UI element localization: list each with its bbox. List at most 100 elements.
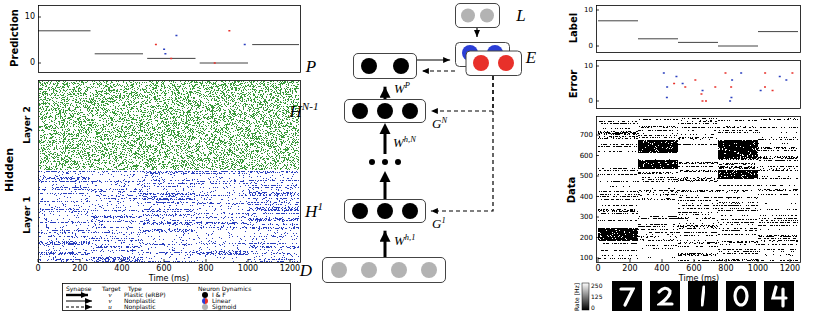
- tick-label: 700: [580, 132, 593, 139]
- neuron: [361, 262, 377, 278]
- legend-box: [63, 284, 291, 311]
- error-marks: [663, 73, 788, 101]
- neuron: [402, 103, 418, 119]
- superscript: 1: [317, 200, 323, 212]
- spike-raster: [598, 119, 798, 261]
- neuron-icons: [345, 100, 425, 122]
- tick-label: Time (ms): [679, 275, 719, 283]
- symbol: H: [305, 202, 317, 221]
- weight-label: G1: [431, 217, 447, 230]
- figure-part: [790, 259, 791, 262]
- figure-part: [726, 259, 727, 262]
- label-layer: L: [455, 3, 500, 28]
- connector: [476, 28, 477, 37]
- connector: [431, 76, 493, 111]
- tick-label: 1200: [280, 265, 300, 273]
- error-marks: [155, 31, 230, 63]
- figure-part: [773, 287, 786, 306]
- tick-label: 800: [198, 265, 213, 273]
- figure-part: [38, 259, 39, 262]
- figure-part: [80, 259, 81, 262]
- figure-part: [764, 281, 794, 311]
- tick-label: 800: [718, 265, 733, 273]
- neuron: [331, 262, 347, 278]
- neuron: [377, 103, 393, 119]
- plot-frame: [597, 61, 801, 109]
- tick-label: 1000: [748, 265, 768, 273]
- tick-label: 10: [584, 63, 593, 70]
- tick-label: 1000: [238, 265, 258, 273]
- symbol: G: [432, 216, 441, 231]
- neuron: [402, 203, 418, 219]
- axis-title: Rate [Hz]: [574, 283, 580, 311]
- legend-text: Sigmoid: [212, 304, 236, 310]
- tick-label: 1200: [780, 265, 800, 273]
- legend-swatch: [202, 304, 208, 310]
- figure-part: [621, 289, 633, 305]
- tick-label: 200: [580, 234, 593, 241]
- connector: [417, 59, 450, 60]
- tick-label: Synapse: [66, 286, 91, 292]
- tick-label: 250: [591, 283, 602, 289]
- tick-label: 200: [622, 265, 637, 273]
- neuron-icons: [455, 42, 522, 76]
- neuron-icons: [354, 54, 416, 78]
- axis-title: Prediction: [10, 9, 20, 67]
- neuron: [393, 58, 409, 74]
- colorbar: [582, 283, 589, 310]
- layer-name: H1: [305, 203, 323, 220]
- tick-label: 0: [591, 305, 595, 311]
- spike-raster: [39, 82, 299, 170]
- figure-part: [659, 288, 672, 304]
- connector: [384, 87, 387, 99]
- superscript: h,1: [405, 232, 416, 242]
- prediction-trace: [38, 31, 299, 63]
- error-marks: [673, 73, 793, 101]
- figure-part: [38, 17, 41, 18]
- superscript: 1: [441, 215, 445, 225]
- tick-label: 400: [580, 193, 593, 200]
- digit-images: [612, 281, 794, 311]
- figure-part: [662, 259, 663, 262]
- data-layer: D: [322, 257, 446, 283]
- plot-frame: [597, 6, 801, 53]
- tick-label: 0: [589, 98, 593, 105]
- ellipsis-dot: [369, 159, 375, 165]
- neuron-icons: [323, 258, 445, 282]
- tick-label: Time (ms): [149, 275, 189, 283]
- figure-part: [164, 259, 165, 262]
- legend-sample: [66, 307, 92, 308]
- figure-part: [758, 259, 759, 262]
- synapse-arrow: [384, 181, 387, 199]
- neuron: [377, 203, 393, 219]
- symbol: G: [432, 116, 441, 131]
- figure-part: [630, 259, 631, 262]
- layer-name: HN-1: [290, 103, 319, 120]
- axis-title: Layer 2: [23, 106, 32, 143]
- figure-part: [38, 63, 41, 64]
- tick-label: 600: [580, 152, 593, 159]
- tick-label: 10: [584, 7, 593, 14]
- tick-label: 300: [580, 214, 593, 221]
- tick-label: 0: [35, 265, 40, 273]
- plot-frame: [39, 6, 301, 73]
- symbol: W: [394, 81, 405, 96]
- connector: [431, 76, 493, 211]
- tick-marks: [38, 10, 790, 262]
- figure-part: [290, 259, 291, 262]
- legend-sample: [66, 301, 92, 302]
- figure-part: [694, 259, 695, 262]
- error-marks: [163, 35, 246, 53]
- axis-title: Hidden: [4, 148, 15, 192]
- hidden-layer: H1: [344, 199, 426, 223]
- figure-part: [735, 287, 747, 305]
- weight-label: GN: [431, 117, 448, 130]
- superscript: P: [405, 80, 410, 90]
- figure-part: [650, 281, 680, 311]
- weight-label: WP: [393, 82, 411, 95]
- layer-name: L: [516, 7, 525, 24]
- figure-part: [248, 259, 249, 262]
- prediction-layer: P: [353, 53, 417, 79]
- error-layer: E: [455, 42, 522, 76]
- figure-part: [206, 259, 207, 262]
